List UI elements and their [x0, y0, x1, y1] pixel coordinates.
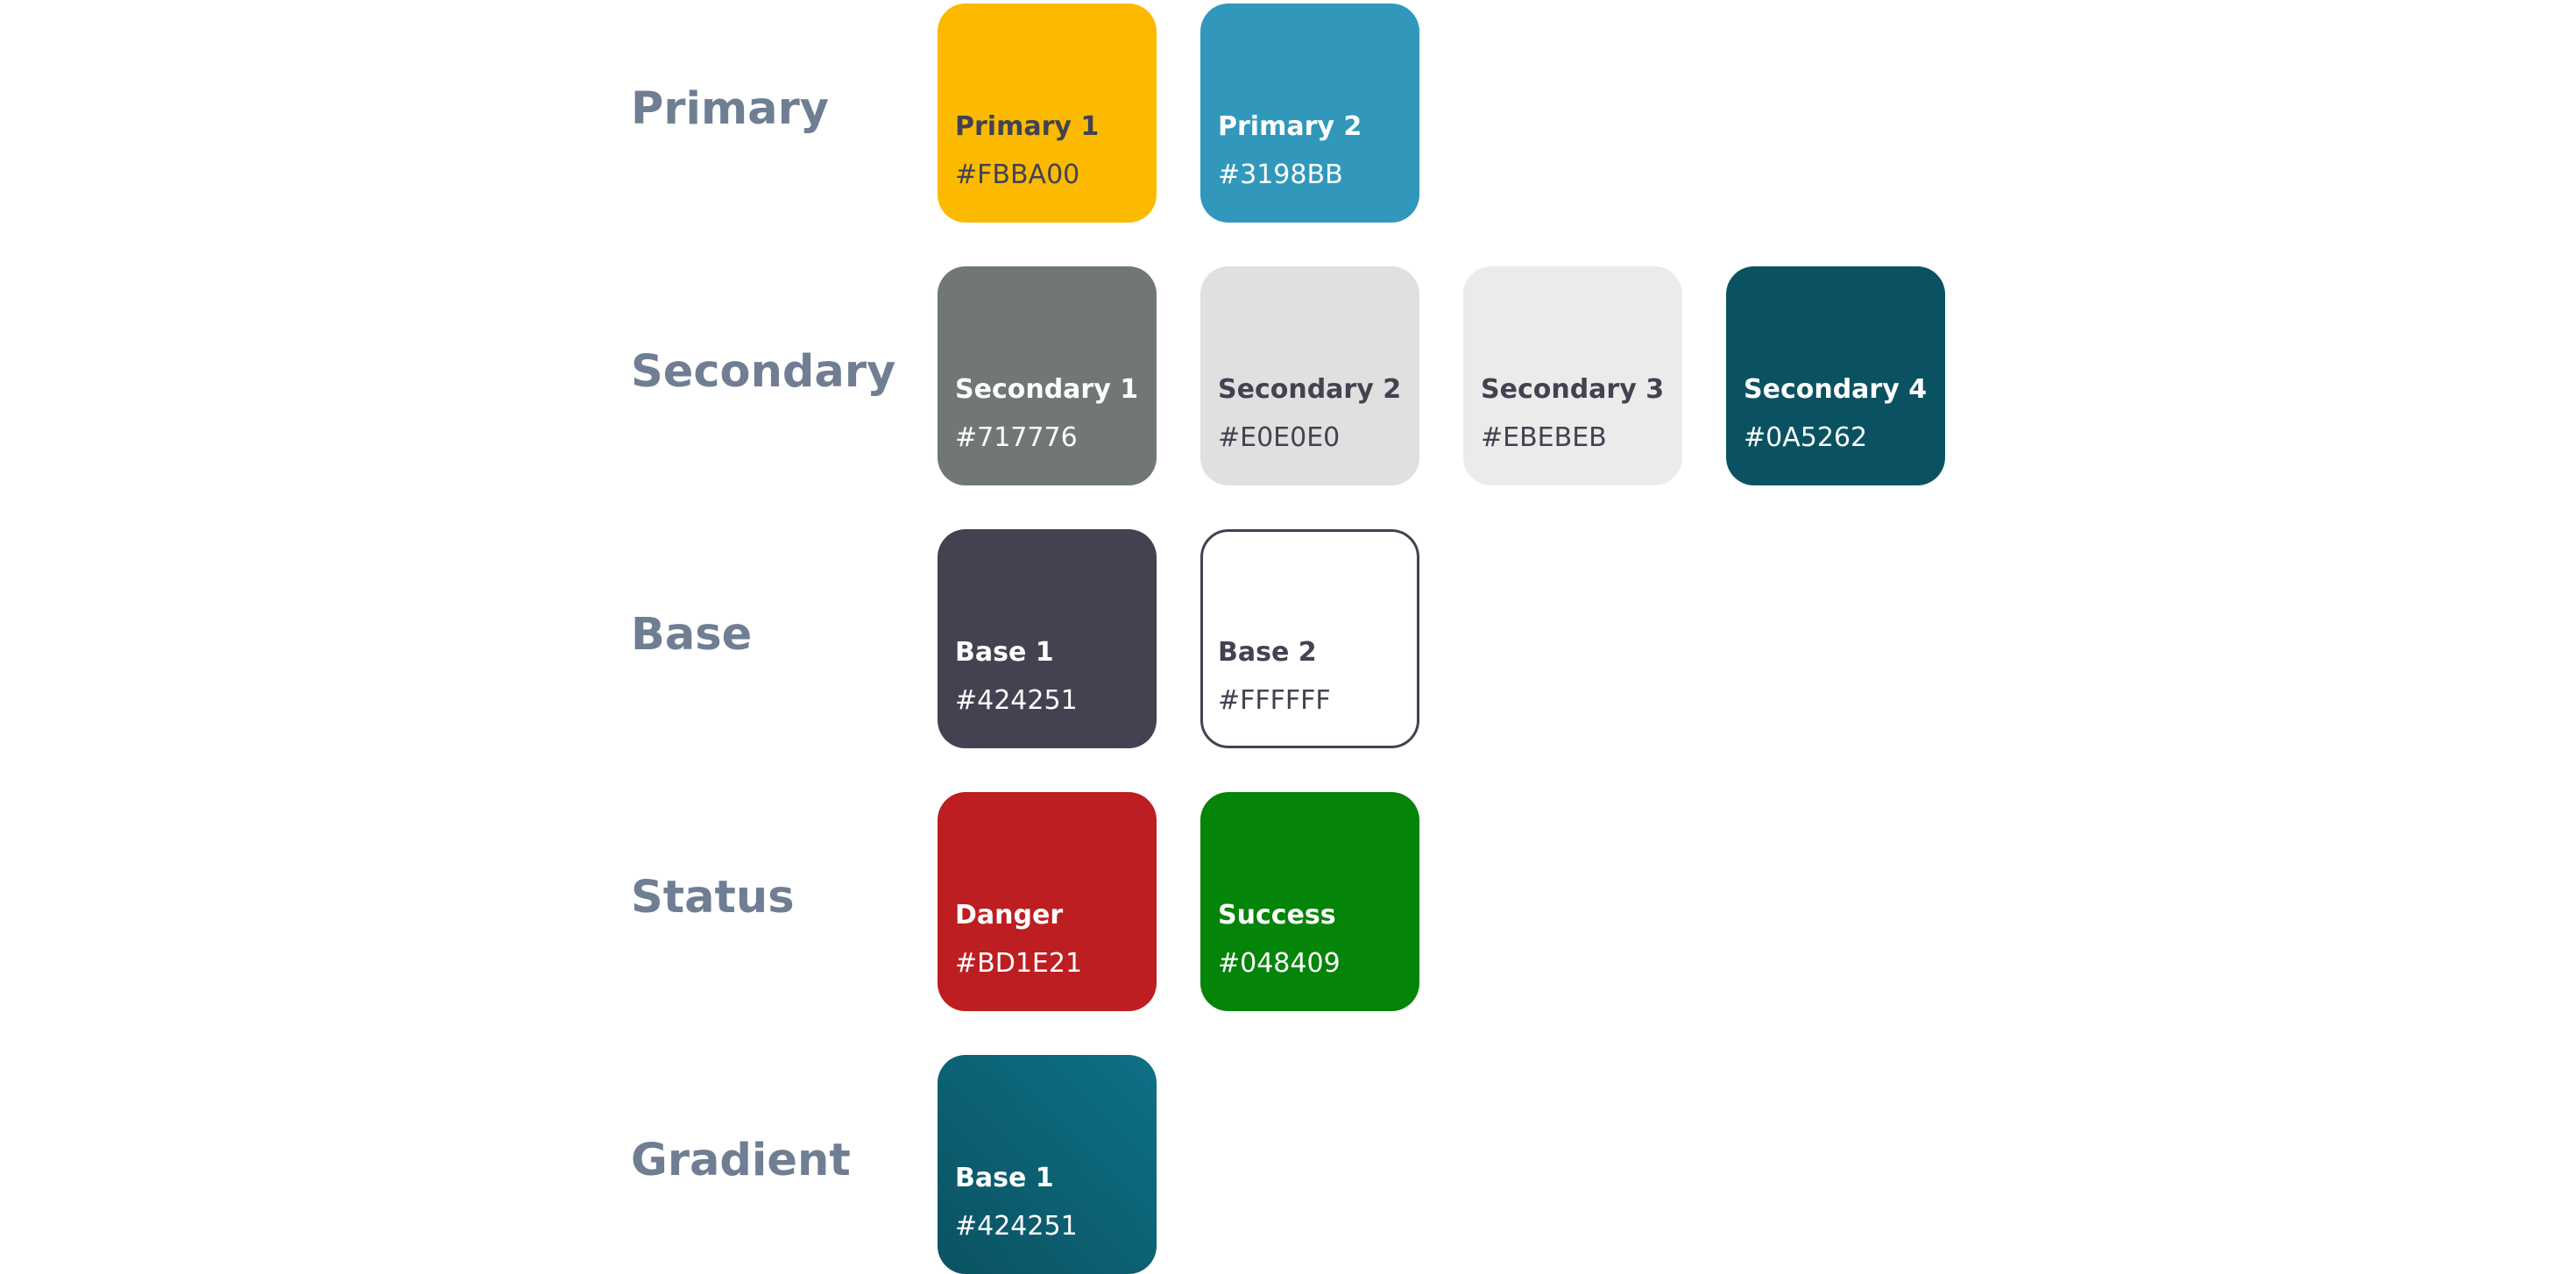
swatch-danger: Danger #BD1E21 — [938, 792, 1157, 1011]
swatch-name: Primary 2 — [1218, 111, 1362, 142]
swatch-base-2: Base 2 #FFFFFF — [1200, 529, 1419, 748]
swatch-hex: #3198BB — [1218, 159, 1343, 190]
row-label-secondary: Secondary — [631, 346, 896, 398]
swatch-name: Secondary 4 — [1744, 374, 1928, 405]
swatch-name: Secondary 2 — [1218, 374, 1402, 405]
swatch-secondary-3: Secondary 3 #EBEBEB — [1463, 266, 1682, 485]
swatch-hex: #424251 — [955, 1211, 1078, 1242]
row-label-status: Status — [631, 872, 795, 924]
palette-row-base: Base Base 1 #424251 Base 2 #FFFFFF — [0, 526, 2576, 748]
swatch-name: Secondary 1 — [955, 374, 1139, 405]
swatch-secondary-2: Secondary 2 #E0E0E0 — [1200, 266, 1419, 485]
swatch-hex: #424251 — [955, 685, 1078, 716]
swatch-name: Base 1 — [955, 1163, 1054, 1193]
swatch-name: Secondary 3 — [1481, 374, 1665, 405]
swatch-primary-2: Primary 2 #3198BB — [1200, 4, 1419, 223]
palette-row-gradient: Gradient Base 1 #424251 — [0, 1051, 2576, 1274]
swatch-base-1: Base 1 #424251 — [938, 529, 1157, 748]
row-label-base: Base — [631, 609, 753, 661]
palette-row-primary: Primary Primary 1 #FBBA00 Primary 2 #319… — [0, 0, 2576, 223]
swatch-hex: #E0E0E0 — [1218, 422, 1341, 453]
swatch-hex: #FBBA00 — [955, 159, 1080, 190]
swatch-success: Success #048409 — [1200, 792, 1419, 1011]
palette-row-secondary: Secondary Secondary 1 #717776 Secondary … — [0, 263, 2576, 485]
swatch-secondary-1: Secondary 1 #717776 — [938, 266, 1157, 485]
swatch-hex: #FFFFFF — [1218, 685, 1331, 716]
swatch-name: Danger — [955, 900, 1064, 931]
swatch-hex: #717776 — [955, 422, 1078, 453]
swatch-name: Base 1 — [955, 637, 1054, 668]
swatch-name: Primary 1 — [955, 111, 1100, 142]
swatch-primary-1: Primary 1 #FBBA00 — [938, 4, 1157, 223]
swatch-hex: #0A5262 — [1744, 422, 1868, 453]
swatch-hex: #BD1E21 — [955, 948, 1083, 979]
row-label-gradient: Gradient — [631, 1135, 851, 1186]
swatch-secondary-4: Secondary 4 #0A5262 — [1726, 266, 1945, 485]
swatch-name: Base 2 — [1218, 637, 1317, 668]
swatch-hex: #EBEBEB — [1481, 422, 1607, 453]
swatch-hex: #048409 — [1218, 948, 1341, 979]
swatch-name: Success — [1218, 900, 1336, 931]
row-label-primary: Primary — [631, 83, 829, 135]
swatch-gradient-base-1: Base 1 #424251 — [938, 1055, 1157, 1274]
palette-row-status: Status Danger #BD1E21 Success #048409 — [0, 789, 2576, 1011]
